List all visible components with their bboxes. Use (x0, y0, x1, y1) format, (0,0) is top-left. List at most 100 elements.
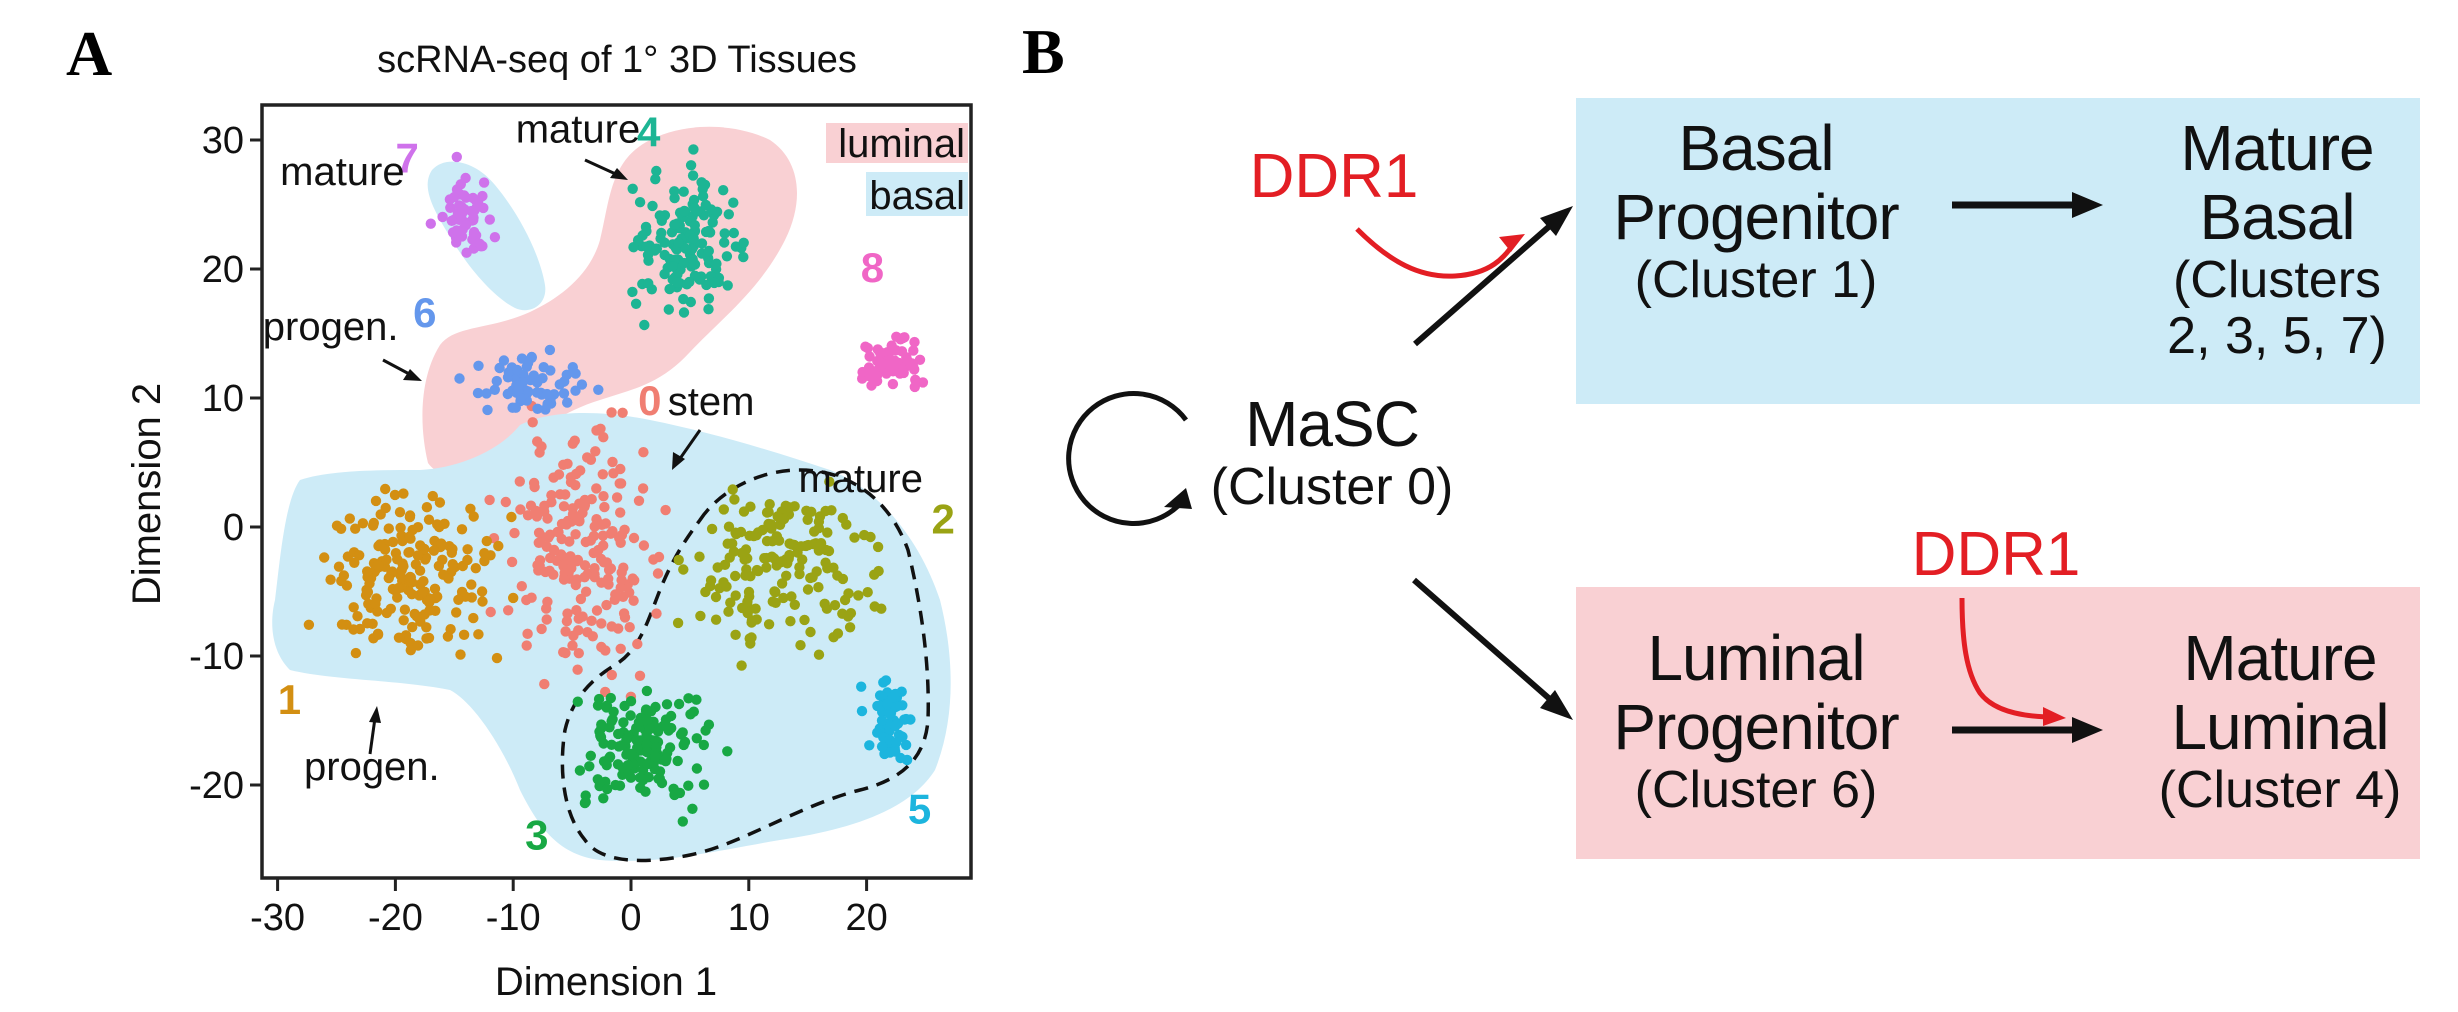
cell-point-cluster-7 (446, 215, 457, 226)
cell-point-cluster-2 (730, 590, 741, 601)
cell-point-cluster-0 (611, 492, 623, 503)
cell-point-cluster-4 (650, 174, 661, 185)
luminal-progenitor-cluster: (Cluster 6) (1634, 761, 1878, 820)
cell-point-cluster-4 (647, 200, 658, 212)
luminal-progenitor-line1: Luminal (1647, 622, 1865, 694)
cell-point-cluster-0 (597, 530, 609, 541)
cell-point-cluster-0 (617, 591, 629, 602)
cell-point-cluster-6 (544, 344, 556, 356)
cell-point-cluster-3 (625, 748, 637, 759)
cell-point-cluster-0 (536, 441, 547, 452)
cell-point-cluster-3 (675, 729, 687, 740)
ddr1-basal-arrow (1355, 227, 1525, 279)
cell-point-cluster-1 (393, 582, 404, 594)
cell-point-cluster-3 (722, 746, 733, 757)
cell-point-cluster-3 (631, 722, 642, 734)
cell-point-cluster-2 (742, 607, 753, 619)
cell-point-cluster-1 (381, 607, 392, 619)
cell-point-cluster-0 (638, 447, 649, 458)
cell-point-cluster-0 (607, 526, 618, 537)
cell-point-cluster-2 (869, 601, 880, 612)
cell-point-cluster-2 (813, 516, 825, 527)
cell-point-cluster-1 (470, 563, 481, 574)
cell-point-cluster-3 (608, 706, 619, 717)
cell-point-cluster-1 (394, 507, 406, 518)
cell-point-cluster-3 (622, 760, 634, 771)
cluster-label-8: 8 (861, 244, 884, 291)
cell-point-cluster-3 (598, 738, 609, 749)
mature-luminal-cluster: (Cluster 4) (2158, 761, 2402, 820)
cell-point-cluster-1 (415, 540, 426, 551)
cell-point-cluster-6 (570, 368, 581, 379)
cell-point-cluster-1 (430, 605, 441, 616)
cell-point-cluster-0 (567, 640, 578, 651)
panel-letter-a: A (66, 18, 113, 89)
cell-point-cluster-0 (506, 556, 518, 568)
cell-point-cluster-0 (606, 407, 617, 418)
y-tick-label: -20 (189, 765, 244, 807)
cell-point-cluster-2 (722, 538, 733, 549)
cell-point-cluster-3 (644, 723, 656, 735)
cell-point-cluster-4 (719, 237, 730, 248)
mature-basal-node: Mature Basal (Clusters 2, 3, 5, 7) (2167, 113, 2387, 364)
masc-subtitle: (Cluster 0) (1210, 458, 1454, 517)
cluster-label-4: 4 (637, 108, 661, 155)
cell-point-cluster-0 (515, 504, 526, 515)
cell-point-cluster-4 (656, 227, 667, 239)
y-tick-label: -10 (189, 636, 244, 678)
cell-point-cluster-2 (805, 626, 816, 638)
basal-progenitor-line2: Progenitor (1613, 181, 1899, 254)
cell-point-cluster-4 (627, 286, 638, 298)
cell-point-cluster-1 (380, 483, 391, 495)
cell-point-cluster-2 (795, 541, 807, 552)
cell-point-cluster-3 (664, 742, 676, 753)
cell-point-cluster-0 (618, 562, 629, 573)
cell-point-cluster-0 (539, 500, 550, 511)
cell-point-cluster-3 (698, 739, 709, 751)
cell-point-cluster-0 (619, 524, 630, 535)
arrowhead-icon (610, 168, 628, 180)
cell-point-cluster-0 (553, 469, 565, 480)
cell-point-cluster-4 (637, 230, 648, 241)
cell-point-cluster-0 (532, 560, 543, 571)
cell-point-cluster-8 (908, 345, 919, 356)
cell-point-cluster-1 (417, 587, 428, 598)
cell-point-cluster-4 (722, 280, 733, 291)
cluster-label-1: 1 (278, 676, 301, 723)
cell-point-cluster-1 (458, 629, 470, 640)
mature-basal-clusters-line1: (Clusters (2172, 251, 2382, 310)
cell-point-cluster-0 (514, 476, 525, 487)
cell-point-cluster-0 (556, 518, 568, 530)
cell-point-cluster-1 (357, 518, 369, 529)
cell-point-cluster-7 (489, 232, 501, 243)
x-tick-label: 20 (845, 897, 887, 939)
cell-point-cluster-1 (405, 572, 416, 583)
cell-point-cluster-2 (729, 494, 740, 505)
cell-point-cluster-8 (876, 357, 887, 369)
cell-point-cluster-2 (786, 591, 797, 602)
legend-swatch-basal (866, 172, 968, 216)
cell-point-cluster-1 (428, 545, 440, 556)
cell-point-cluster-1 (414, 565, 426, 576)
cell-point-cluster-6 (472, 387, 484, 399)
cell-point-cluster-3 (643, 772, 654, 783)
cell-point-cluster-0 (573, 514, 585, 525)
cell-point-cluster-2 (813, 649, 825, 660)
cell-point-cluster-2 (736, 660, 747, 671)
cell-point-cluster-2 (761, 562, 772, 573)
cell-point-cluster-6 (498, 355, 510, 366)
cell-point-cluster-0 (561, 616, 573, 627)
cell-point-cluster-1 (367, 618, 378, 629)
cell-point-cluster-2 (806, 506, 817, 517)
x-tick-label: 10 (728, 897, 770, 939)
cell-point-cluster-1 (439, 518, 450, 529)
cell-point-cluster-1 (453, 594, 464, 605)
cell-point-cluster-1 (412, 550, 424, 561)
cell-point-cluster-0 (598, 432, 609, 443)
cell-point-cluster-0 (579, 560, 591, 571)
annotation-mature: mature (280, 150, 405, 194)
cell-point-cluster-1 (404, 531, 415, 542)
cell-point-cluster-1 (398, 561, 409, 572)
y-axis-label: Dimension 2 (125, 383, 169, 605)
